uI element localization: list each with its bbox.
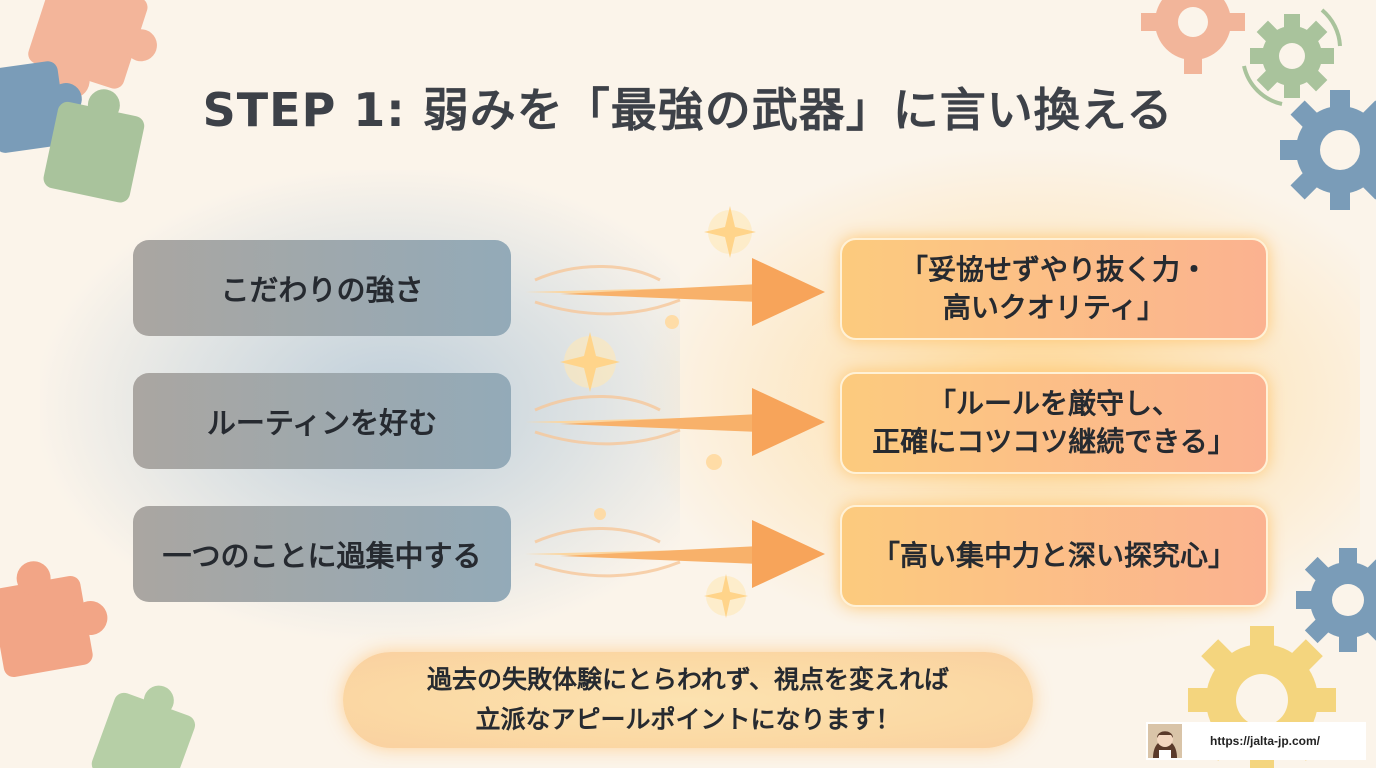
strength-label: 「妥協せずやり抜く力・ 高いクオリティ」 bbox=[899, 253, 1208, 324]
message-text: 過去の失敗体験にとらわれず、視点を変えれば 立派なアピールポイントになります！ bbox=[426, 665, 949, 734]
weakness-box: 一つのことに過集中する bbox=[133, 506, 511, 602]
credit-bar: https://jalta-jp.com/ bbox=[1146, 722, 1366, 760]
sparkle-icon bbox=[704, 206, 756, 258]
puzzle-piece-icon bbox=[91, 685, 196, 768]
avatar-icon bbox=[1148, 724, 1182, 758]
puzzle-piece-icon bbox=[0, 61, 82, 153]
weakness-box: こだわりの強さ bbox=[133, 240, 511, 336]
gear-icon bbox=[1296, 548, 1376, 652]
avatar bbox=[1148, 724, 1182, 758]
strength-box: 「ルールを厳守し、 正確にコツコツ継続できる」 bbox=[840, 372, 1268, 474]
gear-icon bbox=[1280, 90, 1376, 210]
strength-box: 「高い集中力と深い探究心」 bbox=[840, 505, 1268, 607]
weakness-label: 一つのことに過集中する bbox=[162, 539, 482, 573]
sparkle-icon bbox=[704, 574, 748, 618]
weakness-label: ルーティンを好む bbox=[206, 406, 438, 440]
strength-label: 「高い集中力と深い探究心」 bbox=[871, 539, 1236, 572]
page-title: STEP 1: 弱みを「最強の武器」に言い換える bbox=[202, 83, 1174, 137]
weakness-box: ルーティンを好む bbox=[133, 373, 511, 469]
strength-box: 「妥協せずやり抜く力・ 高いクオリティ」 bbox=[840, 238, 1268, 340]
puzzle-piece-icon bbox=[0, 561, 108, 678]
gear-icon bbox=[1141, 0, 1245, 74]
credit-url[interactable]: https://jalta-jp.com/ bbox=[1210, 734, 1321, 748]
strength-label: 「ルールを厳守し、 正確にコツコツ継続できる」 bbox=[872, 387, 1236, 458]
weakness-label: こだわりの強さ bbox=[220, 273, 424, 307]
arrow-right-icon bbox=[525, 520, 825, 588]
arrow-right-icon bbox=[525, 388, 825, 456]
message-banner: 過去の失敗体験にとらわれず、視点を変えれば 立派なアピールポイントになります！ bbox=[343, 652, 1033, 748]
sparkle-icon bbox=[560, 332, 620, 392]
puzzle-piece-icon bbox=[43, 89, 145, 203]
arrow-right-icon bbox=[525, 258, 825, 326]
